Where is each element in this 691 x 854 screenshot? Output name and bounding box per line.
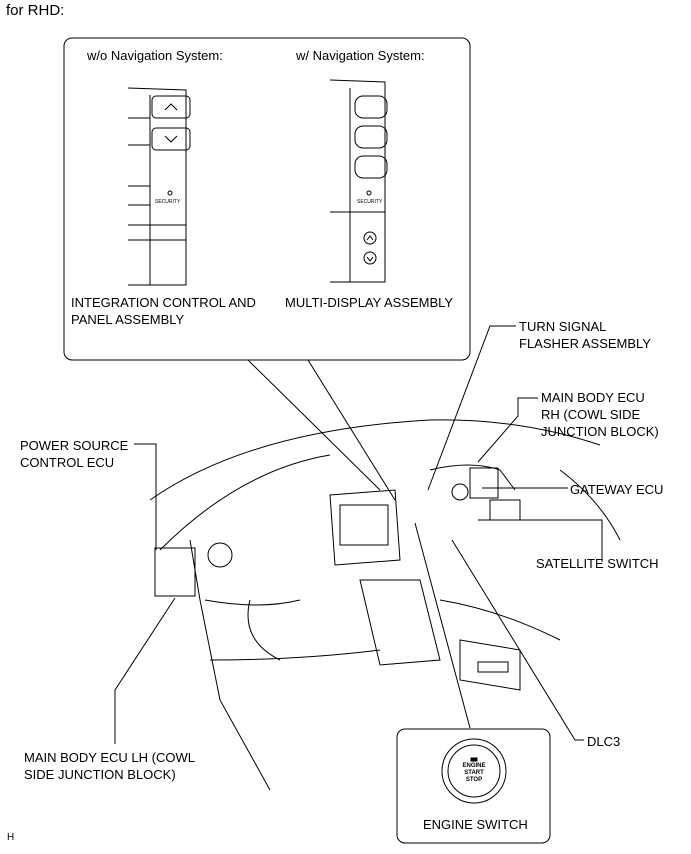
- leader-engine-switch: [414, 522, 471, 729]
- engine-switch-box: [396, 728, 551, 844]
- multi-display-drawing: [329, 79, 388, 283]
- inset-right-caption: MULTI-DISPLAY ASSEMBLY: [285, 295, 454, 310]
- page-title: for RHD:: [6, 2, 65, 19]
- callout-satellite: SATELLITE SWITCH: [536, 556, 659, 571]
- callout-power-source: POWER SOURCE CONTROL ECU: [20, 438, 129, 470]
- leader-power-source: [134, 443, 157, 550]
- callout-dlc3: DLC3: [587, 734, 621, 749]
- corner-mark: H: [7, 832, 15, 843]
- leader-dlc3: [451, 539, 584, 741]
- callout-main-body-lh: MAIN BODY ECU LH (COWL SIDE JUNCTION BLO…: [24, 750, 195, 782]
- inset-pointer-left: [247, 359, 381, 491]
- inset-left-title: w/o Navigation System:: [87, 48, 223, 63]
- engine-button-text: ENGINE START STOP: [462, 763, 486, 783]
- leader-turn-signal: [427, 325, 516, 491]
- callout-gateway: GATEWAY ECU: [570, 482, 664, 497]
- security-label-right: SECURITY: [357, 199, 383, 205]
- inset-pointer-right: [307, 359, 396, 501]
- inset-right-title: w/ Navigation System:: [296, 48, 425, 63]
- leader-main-body-rh: [477, 397, 538, 463]
- callout-turn-signal: TURN SIGNAL FLASHER ASSEMBLY: [519, 319, 651, 351]
- security-label-left: SECURITY: [155, 199, 181, 205]
- inset-left-caption: INTEGRATION CONTROL AND PANEL ASSEMBLY: [71, 295, 256, 327]
- leader-satellite: [478, 519, 603, 562]
- callout-main-body-rh: MAIN BODY ECU RH (COWL SIDE JUNCTION BLO…: [541, 390, 659, 439]
- integration-panel-drawing: [127, 87, 191, 286]
- leader-main-body-lh: [114, 597, 176, 744]
- inset-box: [63, 37, 471, 361]
- engine-switch-caption: ENGINE SWITCH: [423, 817, 528, 832]
